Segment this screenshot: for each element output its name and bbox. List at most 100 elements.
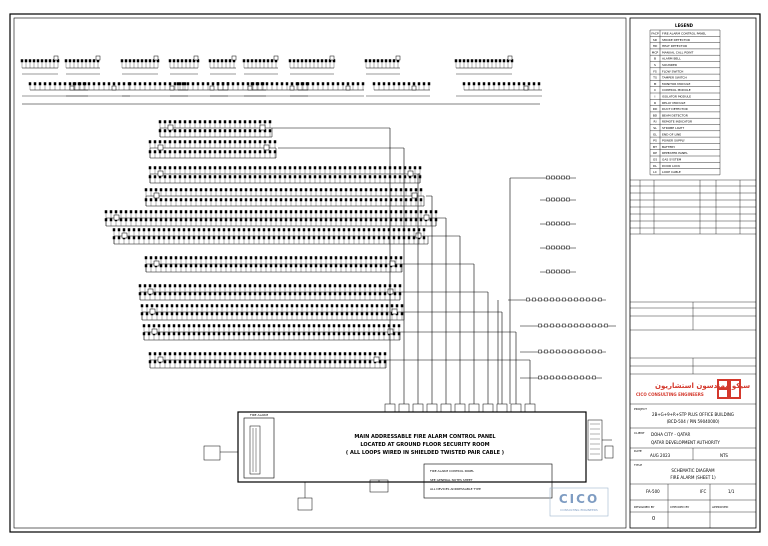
device-symbol: [592, 349, 596, 354]
device-tick: [349, 188, 353, 192]
device-tick: [258, 120, 262, 124]
device-tick: [180, 312, 184, 316]
device-tick: [188, 166, 192, 170]
device-tick: [364, 256, 368, 260]
device-tick: [220, 312, 224, 316]
device-tick: [104, 210, 108, 214]
device-symbol: [546, 175, 550, 180]
device-tick: [336, 82, 340, 86]
device-tick: [319, 198, 323, 202]
device-tick: [332, 236, 336, 240]
device-tick: [292, 324, 296, 328]
device-tick: [315, 312, 319, 316]
loop-terminal: [510, 403, 522, 413]
device-tick: [338, 360, 342, 364]
device-tick: [202, 324, 206, 328]
legend-text: POWER SUPPLY: [662, 139, 685, 143]
device-tick: [258, 175, 262, 179]
device-tick: [319, 256, 323, 260]
device-tick: [285, 304, 289, 308]
device-symbol: [546, 221, 550, 226]
device-tick: [380, 312, 384, 316]
device-tick: [293, 175, 297, 179]
device-tick: [243, 284, 247, 288]
device-tick: [157, 332, 161, 336]
device-tick: [33, 82, 37, 86]
device-tick: [283, 360, 287, 364]
interface-box: [297, 497, 313, 511]
device-tick: [228, 352, 232, 356]
client-name: DOHA CITY - QATAR: [651, 432, 691, 437]
device-tick: [400, 304, 404, 308]
device-tick: [238, 150, 242, 154]
device-symbol: [538, 349, 542, 354]
device-symbol: [259, 124, 266, 131]
device-tick: [348, 284, 352, 288]
device-tick: [176, 59, 180, 63]
device-tick: [158, 82, 162, 86]
device-tick: [346, 82, 350, 86]
device-tick: [213, 175, 217, 179]
device-tick: [140, 59, 144, 63]
title-line-2: FIRE ALARM (SHEET 1): [670, 475, 716, 480]
device-tick: [214, 210, 218, 214]
device-tick: [208, 150, 212, 154]
device-symbol: [562, 349, 566, 354]
device-tick: [329, 256, 333, 260]
device-symbol: [546, 197, 550, 202]
device-tick: [373, 166, 377, 170]
device-tick: [168, 150, 172, 154]
device-tick: [239, 188, 243, 192]
legend-text: ALARM BELL: [662, 57, 681, 61]
device-tick: [228, 140, 232, 144]
device-symbol: [586, 375, 590, 380]
device-tick: [365, 312, 369, 316]
device-tick: [279, 210, 283, 214]
device-tick: [160, 312, 164, 316]
device-tick: [258, 360, 262, 364]
device-tick: [334, 198, 338, 202]
device-tick: [353, 175, 357, 179]
device-tick: [32, 59, 36, 63]
device-tick: [182, 236, 186, 240]
device-tick: [297, 324, 301, 328]
device-tick: [255, 304, 259, 308]
device-tick: [385, 304, 389, 308]
device-tick: [368, 352, 372, 356]
device-tick: [375, 312, 379, 316]
device-tick: [159, 188, 163, 192]
device-tick: [162, 332, 166, 336]
device-tick: [283, 292, 287, 296]
device-tick: [163, 284, 167, 288]
device-tick: [300, 304, 304, 308]
device-tick: [323, 360, 327, 364]
device-tick: [238, 166, 242, 170]
device-tick: [272, 332, 276, 336]
device-tick: [279, 218, 283, 222]
device-tick: [198, 175, 202, 179]
device-symbol: [550, 323, 554, 328]
device-tick: [194, 198, 198, 202]
device-tick: [397, 236, 401, 240]
device-tick: [163, 150, 167, 154]
device-symbol: [561, 245, 565, 250]
title-line-1: SCHEMATIC DIAGRAM: [671, 468, 715, 473]
device-tick: [217, 324, 221, 328]
device-tick: [243, 140, 247, 144]
device-symbol: [566, 221, 570, 226]
device-tick: [204, 198, 208, 202]
device-tick: [317, 236, 321, 240]
device-tick: [294, 218, 298, 222]
device-tick: [318, 360, 322, 364]
device-tick: [365, 304, 369, 308]
device-tick: [109, 218, 113, 222]
device-tick: [285, 82, 289, 86]
device-tick: [382, 236, 386, 240]
device-tick: [298, 284, 302, 288]
device-tick: [324, 256, 328, 260]
device-tick: [183, 360, 187, 364]
device-tick: [272, 228, 276, 232]
device-tick: [199, 256, 203, 260]
device-tick: [355, 304, 359, 308]
device-symbol: [544, 323, 548, 328]
